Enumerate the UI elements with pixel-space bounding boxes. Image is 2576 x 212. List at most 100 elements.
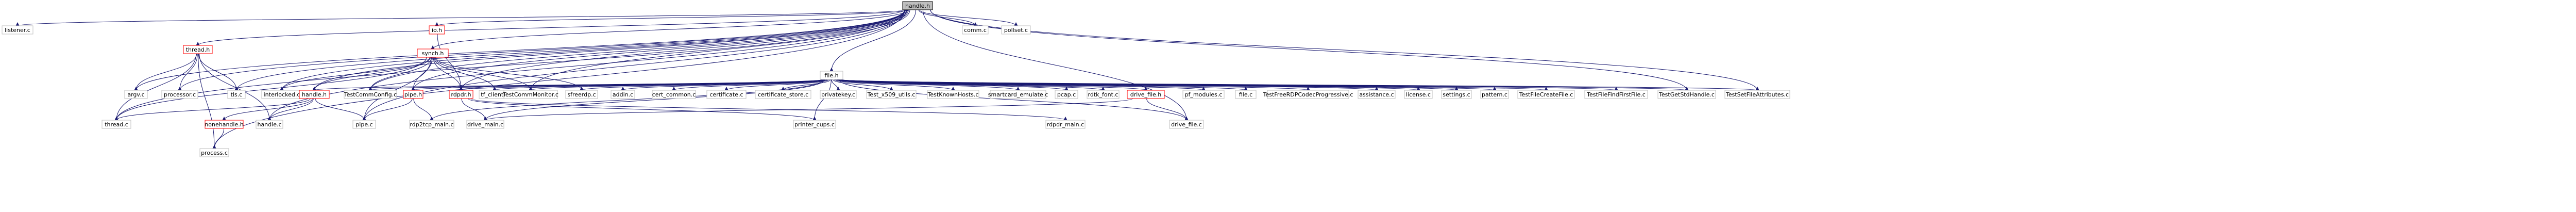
node-TestKnownHosts-c[interactable]: TestKnownHosts.c [927,90,979,99]
edge-rdp2tcp_main_c-to-file_h [430,79,824,121]
edge-processor_c-to-handle_h [178,9,905,91]
edge-handle_h2-to-file_h [312,79,823,91]
node-smartcard-emulate-c[interactable]: smartcard_emulate.c [988,90,1048,99]
node-label: certificate_store.c [758,91,808,98]
node-license-c[interactable]: license.c [1404,90,1433,99]
node-pcap-c[interactable]: pcap.c [1055,90,1078,99]
node-label: file.c [1239,91,1252,98]
node-listener-c[interactable]: listener.c [2,25,33,35]
node-TestCommMonitor-c[interactable]: TestCommMonitor.c [502,90,558,99]
node-label: nonehandle.h [205,121,243,128]
edge-pipe_c-to-handle_h [362,9,907,121]
node-nonehandle-h[interactable]: nonehandle.h [205,120,244,129]
node-tf-client-c[interactable]: tf_client.c [479,90,511,99]
node-label: TestSetFileAttributes.c [1725,91,1789,98]
node-box [1055,90,1078,99]
node-handle-h[interactable]: handle.h [902,1,933,10]
node-processor-c[interactable]: processor.c [161,90,198,99]
node-comm-c[interactable]: comm.c [962,25,989,35]
node-rdp2tcp-main-c[interactable]: rdp2tcp_main.c [409,120,454,129]
node-box [205,120,244,129]
node-thread-c[interactable]: thread.c [101,120,131,129]
node-label: rdtk_font.c [1088,91,1118,98]
edge-smartcard_emulate_c-to-file_h [835,79,1020,91]
node-label: synch.h [422,50,444,57]
node-cert-common-c[interactable]: cert_common.c [652,90,696,99]
node-TestCommConfig-c[interactable]: TestCommConfig.c [344,90,397,99]
node-box [299,90,330,99]
node-printer-cups-c[interactable]: printer_cups.c [793,120,836,129]
node-certificate-c[interactable]: certificate.c [706,90,747,99]
node-rdpdr-h[interactable]: rdpdr.h [449,90,473,99]
node-box [227,90,246,99]
node-label: pipe.h [404,91,422,98]
node-label: interlocked.c [264,91,300,98]
edge-argv_c-to-thread_h [134,53,197,91]
node-rdpdr-main-c[interactable]: rdpdr_main.c [1045,120,1086,129]
node-pipe-c[interactable]: pipe.c [352,120,376,129]
node-box [1127,90,1165,99]
node-label: argv.c [127,91,144,98]
edge-argv_c-to-handle_h [134,9,905,91]
node-handle-h2[interactable]: handle.h [299,90,330,99]
node-box [1358,90,1396,99]
node-label: TestFileFindFirstFile.c [1586,91,1646,98]
node-pattern-c[interactable]: pattern.c [1480,90,1509,99]
node-privatekey-c[interactable]: privatekey.c [820,90,857,99]
node-drive-file-c[interactable]: drive_file.c [1169,120,1204,129]
node-handle-c[interactable]: handle.c [256,120,283,129]
node-tls-c[interactable]: tls.c [227,90,246,99]
node-TestFreeRDPCodecProgressive-c[interactable]: TestFreeRDPCodecProgressive.c [1263,90,1353,99]
node-label: sfreerdp.c [567,91,596,98]
node-label: pf_modules.c [1185,91,1223,98]
node-assistance-c[interactable]: assistance.c [1358,90,1396,99]
node-label: pollset.c [1004,27,1028,34]
edge-rdpdr_h-to-io_h [437,34,463,91]
node-io-h[interactable]: io.h [429,25,445,35]
node-pipe-h[interactable]: pipe.h [403,90,423,99]
node-box [611,90,635,99]
node-TestSetFileAttributes-c[interactable]: TestSetFileAttributes.c [1724,90,1790,99]
node-file-c[interactable]: file.c [1235,90,1257,99]
edge-TestCommConfig_c-to-synch_h [368,57,432,91]
node-drive-main-c[interactable]: drive_main.c [466,120,504,129]
node-TestFileCreateFile-c[interactable]: TestFileCreateFile.c [1517,90,1575,99]
node-box [1404,90,1433,99]
node-certificate-store-c[interactable]: certificate_store.c [755,90,811,99]
edge-handle_c-to-handle_h [267,9,905,121]
node-process-c[interactable]: process.c [199,148,229,157]
edge-rdpdr_main_c-to-rdpdr_h [470,98,1067,121]
node-rdtk-font-c[interactable]: rdtk_font.c [1087,90,1120,99]
node-argv-c[interactable]: argv.c [124,90,148,99]
node-addin-c[interactable]: addin.c [611,90,635,99]
node-box [161,90,198,99]
node-interlocked-c[interactable]: interlocked.c [261,90,302,99]
node-box [503,90,558,99]
node-file-h[interactable]: file.h [820,71,843,80]
node-label: license.c [1406,91,1431,98]
edge-processor_c-to-thread_h [178,53,198,91]
edge-rdp2tcp_main_c-to-pipe_h [413,98,434,121]
node-label: io.h [432,27,442,34]
node-box [755,90,811,99]
edge-TestKnownHosts_c-to-file_h [834,79,955,91]
node-sfreerdp-c[interactable]: sfreerdp.c [565,90,598,99]
node-pf-modules-c[interactable]: pf_modules.c [1182,90,1225,99]
node-box [1480,90,1509,99]
edge-interlocked_c-to-handle_h [280,9,905,91]
node-pollset-c[interactable]: pollset.c [1001,25,1031,35]
node-settings-c[interactable]: settings.c [1441,90,1472,99]
node-label: handle.h [302,91,327,98]
node-label: process.c [201,150,228,156]
node-box [256,120,283,129]
node-label: drive_file.c [1171,121,1202,128]
edge-process_c-to-thread_h [198,53,216,149]
node-TestFileFindFirstFile-c[interactable]: TestFileFindFirstFile.c [1584,90,1648,99]
node-synch-h[interactable]: synch.h [417,48,449,58]
node-thread-h[interactable]: thread.h [183,45,213,54]
node-Test-x509-utils-c[interactable]: Test_x509_utils.c [866,90,917,99]
node-TestSetStdHandle-c[interactable]: TestGetStdHandle.c [1657,90,1716,99]
edge-handle_h2-to-handle_h [312,9,906,91]
node-drive-file-h[interactable]: drive_file.h [1127,90,1165,99]
edge-drive_main_c-to-drive_file_h [483,98,1133,121]
